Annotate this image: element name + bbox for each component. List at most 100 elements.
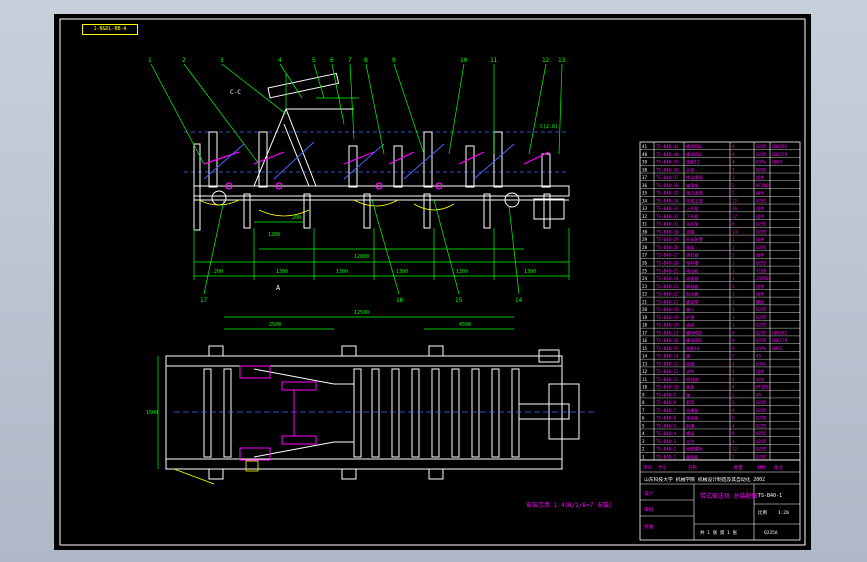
bom-cell: 3 [642,439,645,444]
bom-cell: 39 [642,160,648,165]
bom-cell: 2 [732,284,735,289]
bom-cell: Q235 [756,323,767,328]
bom-cell: 2 [732,392,735,397]
bom-cell: TS-B40-26 [656,260,679,265]
bom-cell: 15 [642,346,648,351]
bom-cell: TS-B40-24 [656,276,679,281]
bom-cell: 4 [732,408,735,413]
sheet-count: 共 1 张 第 1 张 [700,529,737,536]
bom-cell: TS-B40-37 [656,175,679,180]
bom-cell: 1 [732,292,735,297]
bom-cell: 32 [642,214,648,219]
plan-note: 安装示意 1:4(B/1/8=7 安装) [526,501,613,509]
bom-cell: Q235 [756,152,767,157]
callout-9: 9 [392,57,396,64]
bom-cell: 挡圈 [686,360,694,367]
bom-cell: 4 [732,385,735,390]
bom-cell: 2 [732,253,735,258]
bom-cell: 4 [642,431,645,436]
bom-cell: 组件 [756,174,764,181]
assembly-drawing: 1 2 3 4 5 6 7 8 9 10 11 12 13 17 16 15 1… [59,18,806,546]
bom-cell: 8 [732,330,735,335]
bom-cell: 1 [732,276,735,281]
bom-cell: 29 [642,237,648,242]
dim-base-4: 1300 [456,269,468,275]
bom-cell: 组件 [756,205,764,212]
bom-cell: 键 [686,353,691,360]
bom-cell: 13 [642,361,648,366]
bom-cell: 组件 [756,283,764,290]
bom-header-5: 备注 [774,464,783,471]
bom-cell: 65Mn [756,361,767,366]
bom-cell: 螺母M16 [686,337,702,344]
bom-cell: TS-B40-27 [656,253,679,258]
scale-label: 比例 [758,509,767,516]
plan-dim-1: 2500 [269,322,281,328]
bom-cell: TS-B40-23 [656,284,679,289]
dim-elev-1: 200 [292,215,301,221]
callout-12: 12 [542,57,550,64]
bom-cell: 10 [642,385,648,390]
bom-cell: 18 [642,323,648,328]
bom-cell: 8 [732,346,735,351]
bom-header-3: 数量 [734,464,743,471]
bom-cell: 4 [732,439,735,444]
dim-base-2: 1300 [336,269,348,275]
bom-cell: 2 [642,447,645,452]
bom-cell: 地脚螺栓 [686,446,704,453]
bom-cell: 橡胶 [756,298,764,305]
bom-cell: 横梁 [686,430,695,437]
callout-13: 13 [558,57,566,64]
bom-cell: 支腿 [686,228,695,235]
bom-cell: 1 [732,175,735,180]
bom-cell: 36 [732,206,738,211]
bom-cell: 立柱 [686,438,695,445]
bom-cell: Q235 [756,423,767,428]
bom-cell: 24 [642,276,648,281]
bom-cell: 油杯 [686,368,695,375]
bom-cell: 2 [732,400,735,405]
drawing-number: TS-B40-1 [758,493,782,499]
plan-view: 12500 2500 4500 1500 [146,310,613,509]
bom-cell: 22 [642,292,648,297]
bom-cell: 2 [732,454,735,459]
callout-7: 7 [348,57,352,64]
bom-cell: 螺母M12 [686,151,702,158]
bom-cell: GB6170 [772,338,788,343]
bom-cell: HT200 [756,183,769,188]
bom-cell: 31 [642,222,648,227]
bom-cell: 1 [732,260,735,265]
bom-cell: TS-B40-39 [656,160,679,165]
bom-cell: 传动滚筒 [686,174,703,181]
bom-cell: 8 [732,431,735,436]
bom-cell: TS-B40-1 [656,454,677,459]
bom-cell: 制动器 [686,291,699,298]
drawing-title: 带式输送机 总装配图 [700,492,758,500]
plan-dim-0: 12500 [354,310,369,316]
callout-1: 1 [148,57,152,64]
bom-cell: TS-B40-33 [656,206,679,211]
bom-cell: TS-B40-41 [656,144,679,149]
bom-cell: 螺栓M12 [686,143,702,150]
drawing-frame [59,18,806,546]
bom-cell: 4 [732,144,735,149]
cad-viewport[interactable]: 1-B&DL-BB-A [54,14,811,550]
bom-cell: 2 [732,354,735,359]
dim-base-5: 1300 [524,269,536,275]
bom-cell: Y160 [756,268,767,273]
bom-cell: Q235 [756,229,767,234]
bom-cell: 拉紧装置 [686,236,703,243]
bom-cell: HT150 [756,385,769,390]
bom-cell: 垫圈12 [686,159,700,166]
bom-cell: 1 [732,299,735,304]
bom-cell: TS-B40-2 [656,447,677,452]
bom-cell: 头架 [686,166,694,173]
bom-cell: 36 [642,183,648,188]
callout-17: 17 [200,297,208,304]
bom-cell: 导料槽 [686,259,699,266]
bom-cell: 17 [642,330,648,335]
bom-cell: 4 [732,152,735,157]
bom-cell: 改向滚筒 [686,190,703,197]
bom-cell: TS-B40-16 [656,338,679,343]
bom-cell: 2 [732,183,735,188]
